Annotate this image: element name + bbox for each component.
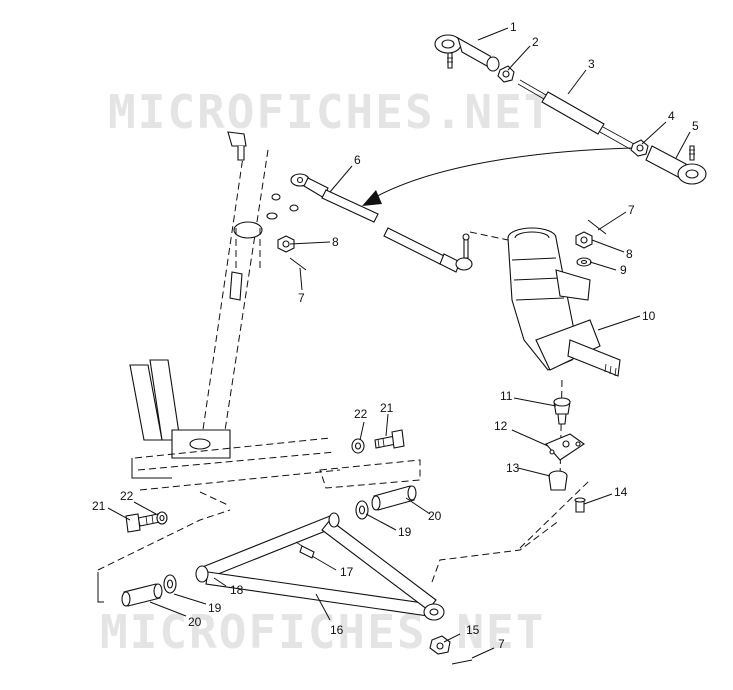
cotter-pin-7-bottom <box>451 659 473 665</box>
callout-3: 3 <box>588 57 595 71</box>
washer-19-lower <box>163 574 177 594</box>
callout-19-upper: 19 <box>398 525 412 539</box>
callout-20-upper: 20 <box>428 509 442 523</box>
bushing-20-lower <box>121 583 163 607</box>
frame-bracket <box>129 359 341 491</box>
bolt-21-lower <box>125 513 161 533</box>
cotter-pin-7-left <box>289 257 307 271</box>
callout-8-left: 8 <box>332 235 339 249</box>
washer-9 <box>576 257 592 267</box>
spindle-10 <box>469 227 621 481</box>
tie-rod-6 <box>290 173 473 273</box>
callout-16: 16 <box>330 623 344 637</box>
washer-22-lower <box>156 511 168 525</box>
callout-7-right: 7 <box>628 203 635 217</box>
callout-7-left: 7 <box>298 291 305 305</box>
a-arm-dashed-outline <box>97 459 591 603</box>
adjuster-rod-3 <box>517 79 635 150</box>
grease-fitting-17 <box>295 541 315 559</box>
watermark-bottom: MICROFICHES.NET <box>100 605 545 659</box>
callout-11: 11 <box>500 389 513 403</box>
cotter-pin-7-right <box>587 219 607 235</box>
callout-7-bottom: 7 <box>498 637 505 651</box>
leader-lines <box>107 27 691 659</box>
callout-22-upper: 22 <box>354 407 368 421</box>
callout-22-lower: 22 <box>120 489 134 503</box>
callout-13: 13 <box>506 461 520 475</box>
tie-rod-end-5 <box>645 145 707 185</box>
callout-4: 4 <box>668 109 675 123</box>
steering-post <box>199 131 299 451</box>
callout-18: 18 <box>230 583 244 597</box>
nut-15 <box>429 635 451 655</box>
washer-19-upper <box>355 500 369 520</box>
callout-20-lower: 20 <box>188 615 202 629</box>
a-arm-16 <box>195 512 445 621</box>
callout-14: 14 <box>614 485 628 499</box>
callout-17: 17 <box>340 565 354 579</box>
bushing-20-upper <box>371 485 417 511</box>
assembly-arrow <box>362 147 633 206</box>
bolt-14 <box>574 497 586 513</box>
nut-8-right <box>575 231 593 249</box>
callout-labels: 1 2 3 4 5 6 7 8 9 8 7 10 11 12 13 14 22 … <box>92 20 699 651</box>
callout-2: 2 <box>532 35 539 49</box>
ball-joint-11 <box>553 397 571 425</box>
callout-21-upper: 21 <box>380 401 394 415</box>
nut-8-left <box>277 235 295 253</box>
watermark-top: MICROFICHES.NET <box>108 85 553 139</box>
jam-nut-4 <box>630 139 649 157</box>
callout-12: 12 <box>494 419 508 433</box>
callout-19-lower: 19 <box>208 601 222 615</box>
callout-6: 6 <box>354 153 361 167</box>
callout-1: 1 <box>510 20 517 34</box>
callout-5: 5 <box>692 119 699 133</box>
callout-8-right: 8 <box>626 247 633 261</box>
callout-21-lower: 21 <box>92 499 106 513</box>
bolt-21-upper <box>374 429 405 449</box>
plate-12 <box>545 433 585 461</box>
ball-joint-13 <box>548 470 568 491</box>
callout-9: 9 <box>620 263 627 277</box>
jam-nut-2 <box>497 65 515 83</box>
callout-10: 10 <box>642 309 656 323</box>
callout-15: 15 <box>466 623 480 637</box>
tie-rod-end-1 <box>434 34 500 72</box>
washer-22-upper <box>351 438 365 454</box>
